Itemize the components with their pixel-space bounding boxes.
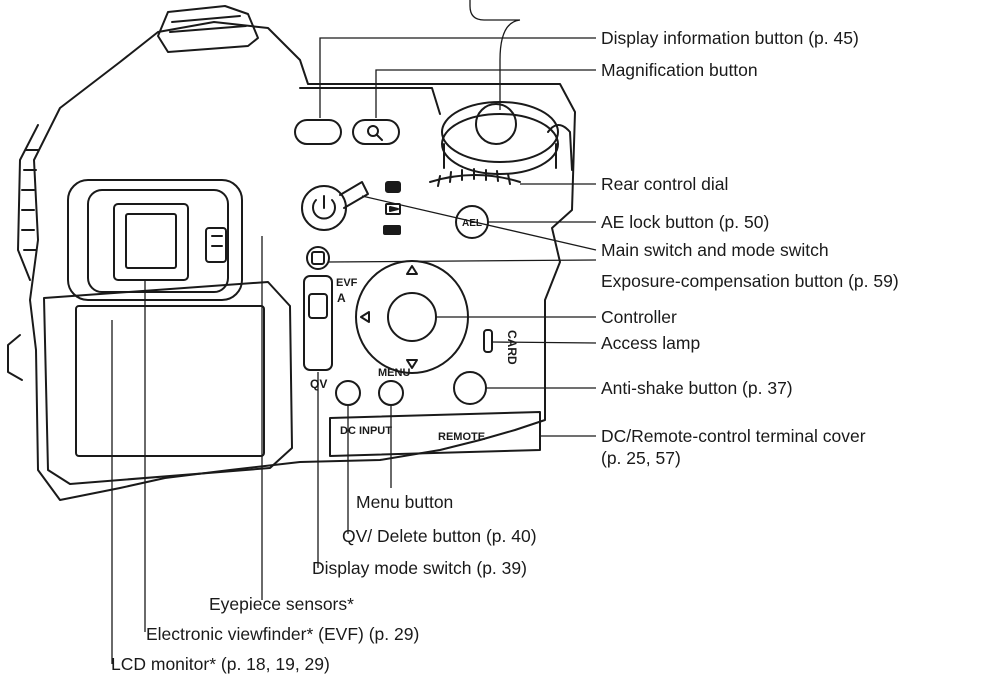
- label-controller: Controller: [601, 307, 677, 327]
- label-electronic-viewfinder: Electronic viewfinder* (EVF) (p. 29): [146, 624, 420, 644]
- eyepiece-sensor-window: [205, 227, 227, 263]
- label-lcd-monitor: LCD monitor* (p. 18, 19, 29): [111, 654, 330, 674]
- label-access-lamp: Access lamp: [601, 333, 701, 353]
- label-menu-button: Menu button: [356, 492, 454, 512]
- remote-marking: REMOTE: [438, 431, 485, 443]
- label-display-information-button: Display information button (p. 45): [601, 28, 859, 48]
- ael-marking: AEL: [462, 218, 482, 229]
- label-exposure-compensation-button: Exposure-compensation button (p. 59): [601, 271, 899, 291]
- a-marking: A: [337, 291, 346, 305]
- label-dc-remote-cover-line1: DC/Remote-control terminal cover: [601, 426, 866, 446]
- access-lamp-shape: [483, 329, 493, 353]
- dc-cover-shape: [329, 411, 541, 457]
- label-eyepiece-sensors: Eyepiece sensors*: [209, 594, 354, 614]
- display-info-button-shape: [294, 119, 342, 145]
- evf-housing: [67, 179, 243, 301]
- anti-shake-button-shape: [453, 371, 487, 405]
- label-anti-shake-button: Anti-shake button (p. 37): [601, 378, 793, 398]
- lcd-frame: [43, 281, 293, 485]
- label-dc-remote-cover: DC/Remote-control terminal cover (p. 25,…: [601, 425, 866, 469]
- evf-marking: EVF: [336, 277, 358, 289]
- qv-marking: QV: [310, 377, 327, 391]
- label-magnification-button: Magnification button: [601, 60, 758, 80]
- menu-marking: MENU: [378, 367, 410, 379]
- mode-dial-shape: [441, 101, 559, 163]
- main-switch-shape: [301, 185, 347, 231]
- magnification-button-shape: [352, 119, 400, 145]
- dc-input-marking: DC INPUT: [340, 425, 392, 437]
- camera-body-outline: [29, 21, 576, 501]
- exposure-compensation-button-shape: [306, 246, 330, 270]
- left-grip: [17, 124, 39, 281]
- label-ae-lock-button: AE lock button (p. 50): [601, 212, 770, 232]
- display-mode-switch-slot: [303, 275, 333, 371]
- leader-lines: [111, 0, 597, 664]
- label-qv-delete-button: QV/ Delete button (p. 40): [342, 526, 537, 546]
- label-dc-remote-cover-line2: (p. 25, 57): [601, 448, 681, 468]
- lcd-screen: [75, 305, 265, 457]
- qv-delete-button-shape: [335, 380, 361, 406]
- label-main-switch: Main switch and mode switch: [601, 240, 829, 260]
- label-display-mode-switch: Display mode switch (p. 39): [312, 558, 527, 578]
- menu-button-shape: [378, 380, 404, 406]
- label-rear-control-dial: Rear control dial: [601, 174, 729, 194]
- card-marking: CARD: [505, 330, 519, 365]
- hot-shoe: [157, 5, 259, 53]
